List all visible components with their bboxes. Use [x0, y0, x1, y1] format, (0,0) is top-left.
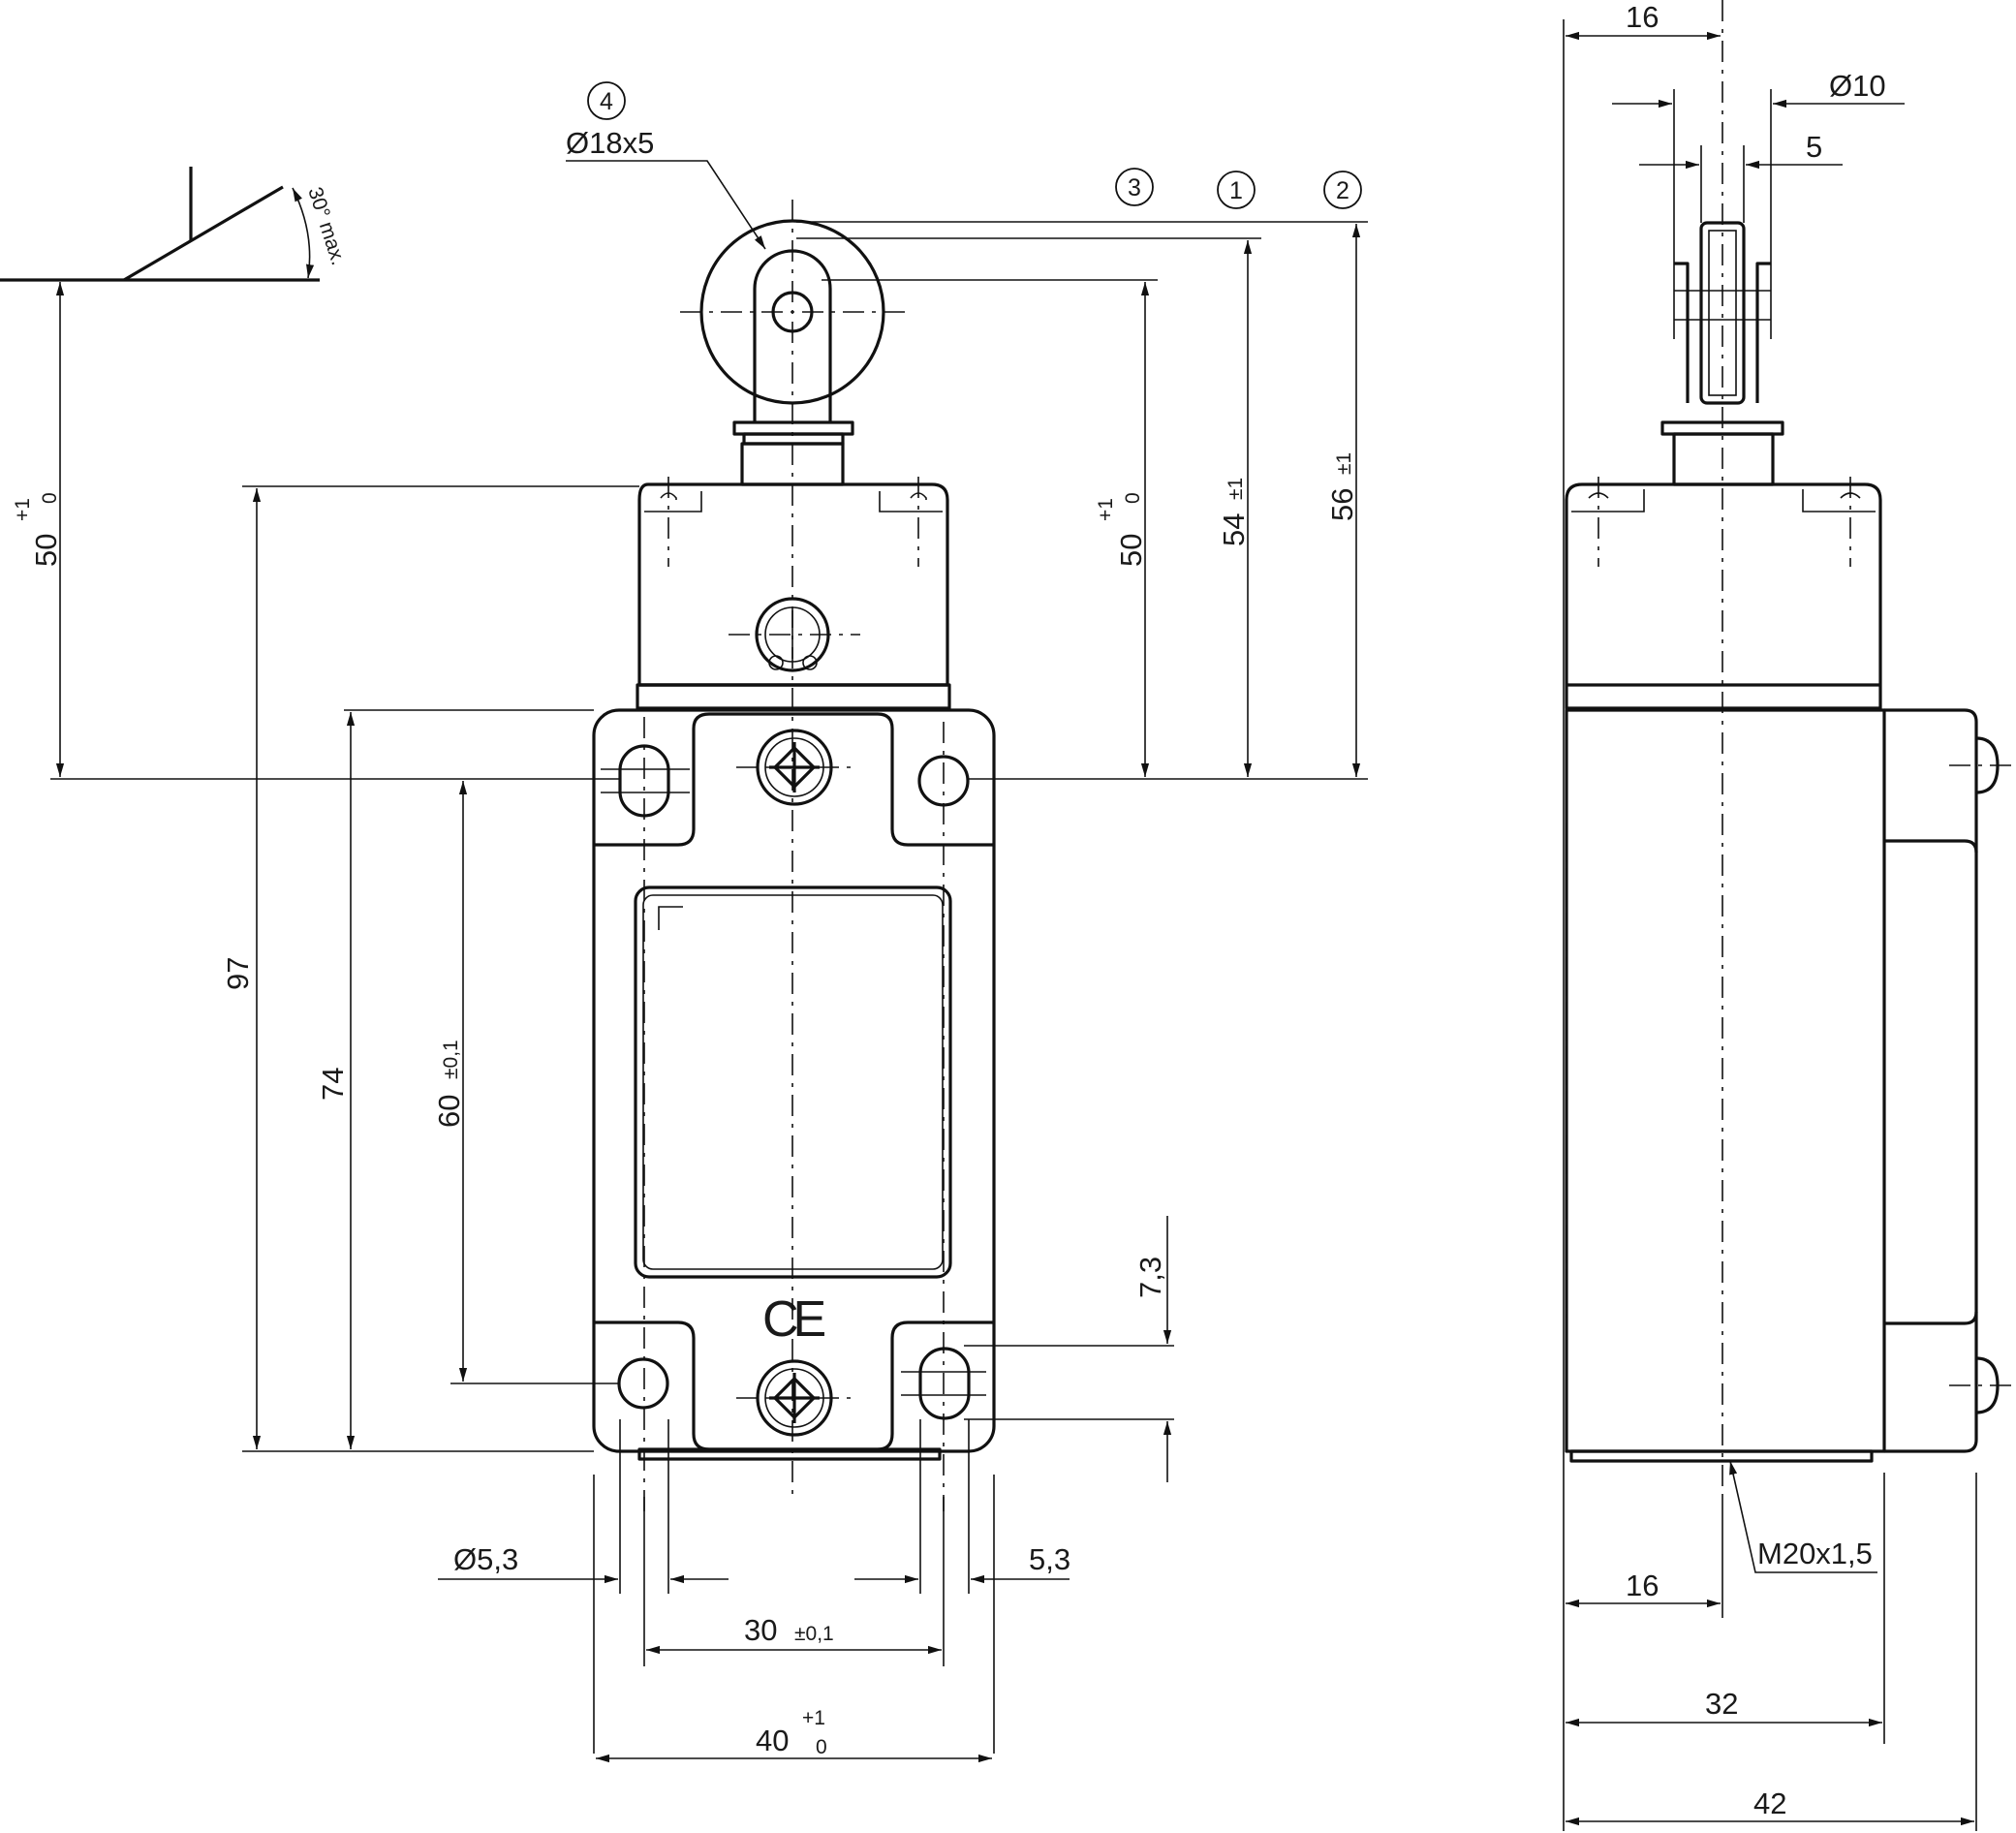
- dim-54: 54: [1217, 513, 1251, 546]
- dim-hole-diameter: Ø5,3: [453, 1542, 518, 1576]
- dim-side-16-bottom: 16: [1626, 1569, 1659, 1602]
- front-dimensions: 4 3 1 2 Ø18x5 50 +1 0 54 ±1 56 ±1 9: [221, 81, 1368, 1763]
- side-dimensions: 16 Ø10 5 M20x1,5 16 32 42: [1563, 0, 1977, 1831]
- dim-side-dia10: Ø10: [1829, 69, 1886, 103]
- dim-74: 74: [316, 1068, 350, 1101]
- dim-7-3: 7,3: [1133, 1257, 1167, 1298]
- ce-mark: CE: [762, 1291, 825, 1348]
- dim-56: 56: [1325, 488, 1359, 521]
- svg-text:4: 4: [600, 88, 613, 115]
- svg-text:2: 2: [1336, 177, 1349, 204]
- dim-50-front-plus: +1: [1095, 498, 1117, 521]
- dim-side-5: 5: [1806, 130, 1822, 164]
- dim-40-zero: 0: [816, 1736, 827, 1758]
- dim-54-tol: ±1: [1225, 478, 1247, 500]
- dim-side-32: 32: [1705, 1687, 1738, 1721]
- svg-text:3: 3: [1128, 174, 1141, 202]
- dim-side-42: 42: [1753, 1786, 1786, 1820]
- dim-50-left-plus: +1: [12, 498, 34, 521]
- dim-30-tol: ±0,1: [794, 1623, 834, 1645]
- dim-50-front: 50: [1114, 534, 1148, 567]
- dim-56-tol: ±1: [1333, 452, 1355, 475]
- dim-40-plus: +1: [802, 1707, 825, 1729]
- actuation-angle-detail: 30° max. 50 +1 0: [0, 167, 350, 780]
- dim-side-16-top: 16: [1626, 0, 1659, 34]
- callout-2: 2: [1323, 171, 1362, 209]
- thread-label: M20x1,5: [1757, 1537, 1873, 1570]
- dim-60: 60: [432, 1095, 466, 1128]
- callout-4: 4: [587, 81, 626, 120]
- dim-40: 40: [756, 1724, 789, 1757]
- callout-1: 1: [1217, 171, 1256, 209]
- dim-30: 30: [744, 1613, 777, 1647]
- svg-text:1: 1: [1229, 177, 1243, 204]
- dim-50-front-zero: 0: [1122, 492, 1144, 504]
- dim-50-left-zero: 0: [39, 492, 61, 504]
- roller-label: Ø18x5: [566, 126, 654, 160]
- dim-50-left: 50: [29, 534, 63, 567]
- side-view: [1565, 0, 2016, 1497]
- dim-97: 97: [221, 957, 255, 990]
- callout-3: 3: [1115, 168, 1154, 206]
- dim-slot-width: 5,3: [1029, 1542, 1070, 1576]
- dim-60-tol: ±0,1: [440, 1040, 462, 1079]
- front-view: CE: [592, 200, 996, 1511]
